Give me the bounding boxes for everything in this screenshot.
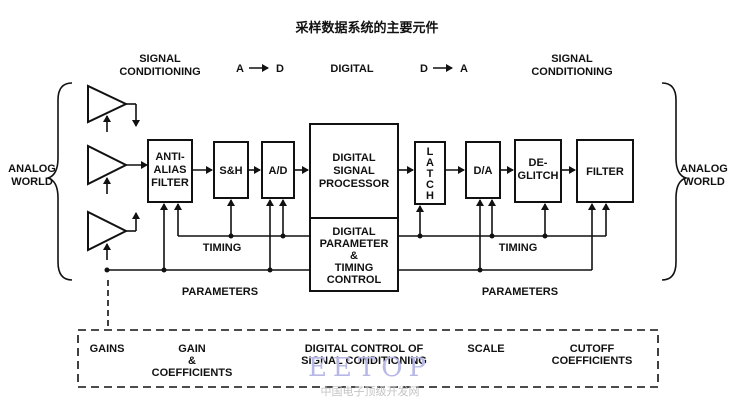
svg-text:CONDITIONING: CONDITIONING	[119, 66, 200, 78]
svg-text:SIGNAL: SIGNAL	[139, 53, 181, 65]
svg-text:CONDITIONING: CONDITIONING	[531, 66, 612, 78]
amplifier-bottom	[87, 210, 140, 260]
svg-text:DE-: DE-	[529, 157, 548, 169]
header-signal-conditioning-right: SIGNAL CONDITIONING	[531, 53, 612, 78]
svg-text:COEFFICIENTS: COEFFICIENTS	[152, 367, 233, 379]
timing-left-label: TIMING	[203, 242, 242, 254]
svg-text:DIGITAL: DIGITAL	[332, 152, 375, 164]
header-signal-conditioning-left: SIGNAL CONDITIONING	[119, 53, 200, 78]
svg-text:DIGITAL CONTROL OF: DIGITAL CONTROL OF	[305, 343, 424, 355]
svg-text:FILTER: FILTER	[151, 177, 189, 189]
svg-text:PROCESSOR: PROCESSOR	[319, 178, 389, 190]
header-d-to-a: D A	[420, 63, 468, 75]
da-converter-block	[465, 141, 501, 199]
right-brace	[661, 82, 689, 281]
svg-text:ANALOG: ANALOG	[8, 163, 56, 175]
watermark-eetop: EETOP	[308, 353, 432, 383]
svg-text:WORLD: WORLD	[683, 176, 725, 188]
latch-label: L A T C H	[426, 146, 434, 202]
svg-text:COEFFICIENTS: COEFFICIENTS	[552, 355, 633, 367]
svg-text:ALIAS: ALIAS	[154, 164, 187, 176]
diagram-title: 采样数据系统的主要元件	[294, 20, 438, 36]
output-filter-label: FILTER	[586, 166, 624, 178]
svg-text:&: &	[350, 250, 358, 262]
analog-world-right-label: ANALOG WORLD	[680, 163, 728, 188]
output-filter-block	[576, 139, 634, 203]
svg-text:&: &	[188, 355, 196, 367]
legend-dashed-box	[77, 329, 659, 388]
svg-text:GAIN: GAIN	[178, 343, 206, 355]
legend-gain-coefficients: GAIN & COEFFICIENTS	[152, 343, 233, 379]
deglitch-block	[514, 139, 562, 203]
deglitch-label: DE- GLITCH	[518, 157, 559, 182]
legend-gains: GAINS	[90, 343, 125, 355]
svg-text:A: A	[460, 63, 468, 75]
amplifier-top	[87, 84, 140, 132]
header-digital: DIGITAL	[330, 63, 373, 75]
svg-text:SIGNAL: SIGNAL	[333, 165, 375, 177]
da-converter-label: D/A	[474, 165, 493, 177]
sample-hold-block	[213, 141, 249, 199]
legend-digital-control: DIGITAL CONTROL OF SIGNAL CONDITIONING	[301, 343, 427, 367]
svg-text:DIGITAL: DIGITAL	[332, 226, 375, 238]
legend-cutoff-coefficients: CUTOFF COEFFICIENTS	[552, 343, 633, 367]
svg-text:H: H	[426, 190, 434, 202]
svg-text:TIMING: TIMING	[335, 262, 374, 274]
legend-scale: SCALE	[467, 343, 504, 355]
svg-text:CONTROL: CONTROL	[327, 274, 382, 286]
latch-block	[414, 141, 446, 205]
dsp-label: DIGITAL SIGNAL PROCESSOR	[319, 152, 389, 190]
timing-bus	[174, 199, 610, 239]
svg-text:D: D	[276, 63, 284, 75]
ad-converter-block	[261, 141, 295, 199]
svg-text:A: A	[426, 157, 434, 169]
svg-text:SIGNAL CONDITIONING: SIGNAL CONDITIONING	[301, 355, 427, 367]
svg-text:A: A	[236, 63, 244, 75]
parameters-left-label: PARAMETERS	[182, 286, 258, 298]
svg-text:SIGNAL: SIGNAL	[551, 53, 593, 65]
anti-alias-filter-label: ANTI- ALIAS FILTER	[151, 151, 189, 189]
svg-text:ANALOG: ANALOG	[680, 163, 728, 175]
svg-text:WORLD: WORLD	[11, 176, 53, 188]
parameters-bus	[104, 199, 596, 273]
analog-world-left-label: ANALOG WORLD	[8, 163, 56, 188]
amplifier-middle	[87, 144, 148, 194]
header-a-to-d: A D	[236, 63, 284, 75]
parameter-timing-control-block	[309, 217, 399, 292]
svg-text:GLITCH: GLITCH	[518, 170, 559, 182]
ad-converter-label: A/D	[269, 165, 288, 177]
sample-hold-label: S&H	[219, 165, 242, 177]
svg-text:CUTOFF: CUTOFF	[570, 343, 615, 355]
parameter-timing-control-label: DIGITAL PARAMETER & TIMING CONTROL	[320, 226, 389, 286]
left-brace	[45, 82, 73, 281]
svg-text:T: T	[427, 168, 434, 180]
parameters-right-label: PARAMETERS	[482, 286, 558, 298]
svg-text:C: C	[426, 179, 434, 191]
svg-text:PARAMETER: PARAMETER	[320, 238, 389, 250]
watermark-subtitle: 中国电子顶级开发网	[321, 384, 420, 398]
timing-right-label: TIMING	[499, 242, 538, 254]
anti-alias-filter-block	[147, 139, 193, 203]
svg-text:D: D	[420, 63, 428, 75]
svg-text:L: L	[427, 146, 434, 158]
svg-text:ANTI-: ANTI-	[155, 151, 185, 163]
dsp-block	[309, 123, 399, 219]
